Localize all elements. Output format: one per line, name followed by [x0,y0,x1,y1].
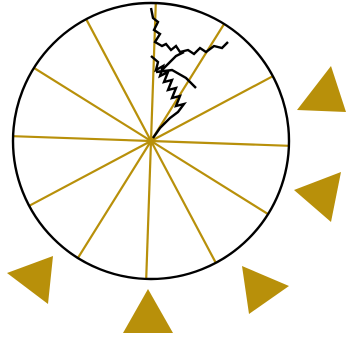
sector-spoke-9 [29,141,151,206]
sector-spoke-12 [86,19,151,141]
sector-spoke-2 [151,24,224,141]
sector-spokes [13,3,289,279]
sector-spoke-1 [151,3,156,141]
sector-spoke-6 [151,141,216,263]
sector-spoke-11 [34,68,151,141]
pointer-left-lower-icon[interactable] [7,256,53,304]
sector-spoke-4 [151,141,289,146]
pointer-right-middle-icon[interactable] [294,172,341,222]
pointer-right-upper-icon[interactable] [297,66,346,112]
sector-spoke-8 [78,141,151,258]
sector-spoke-7 [146,141,151,279]
sector-spoke-5 [151,141,268,214]
torn-sector-cut-outline [151,8,228,138]
pointer-right-lower-icon[interactable] [242,266,289,314]
pointer-bottom-icon[interactable] [123,289,173,333]
sector-spoke-10 [13,136,151,141]
